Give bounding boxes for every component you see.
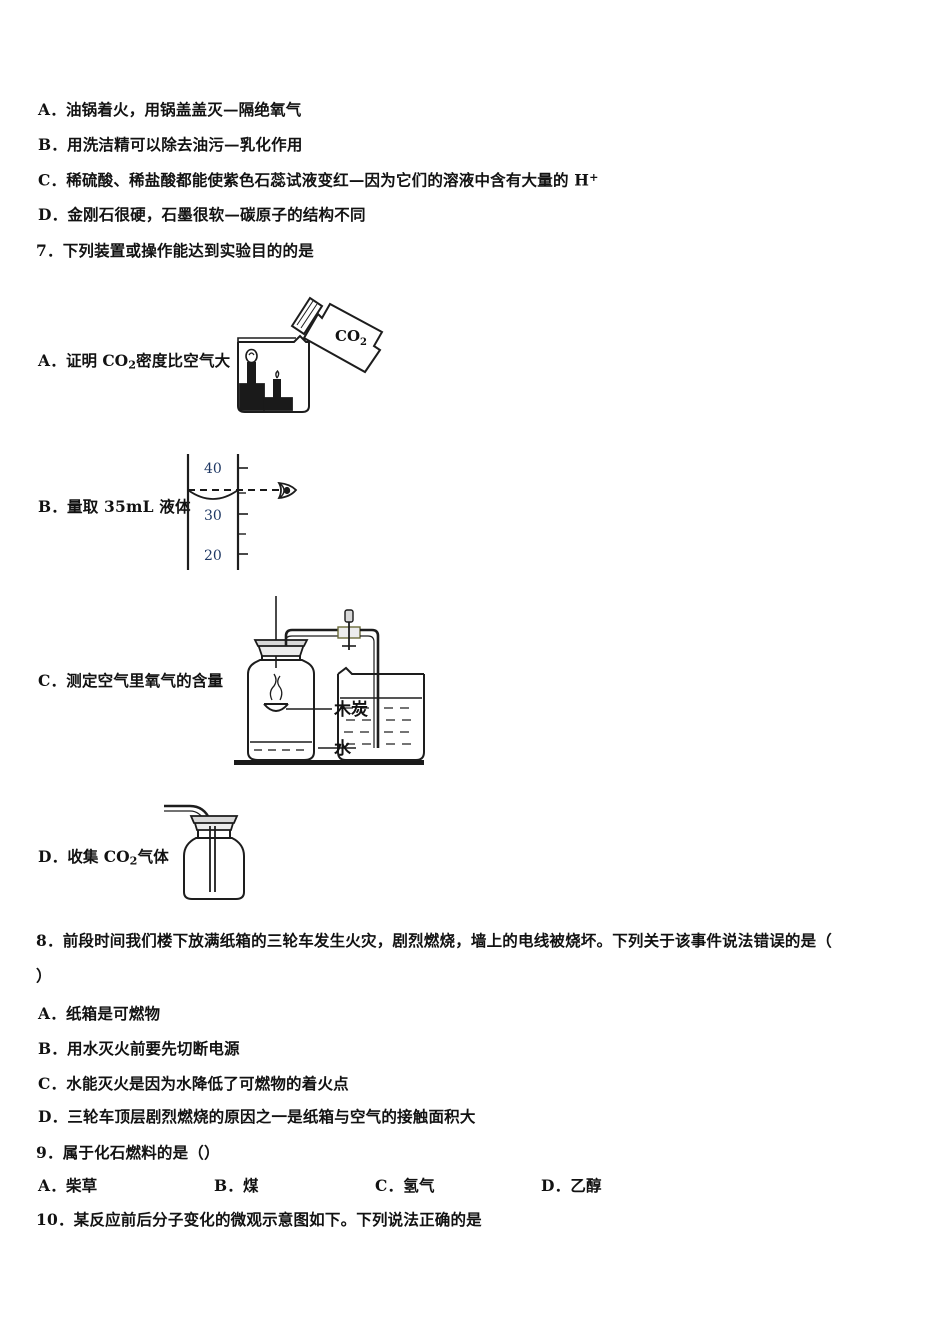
q9-option-b-text: 煤 — [243, 1176, 259, 1195]
q7-option-b: B．量取 35mL 液体 — [38, 497, 191, 517]
q8-option-b-text: 用水灭火前要先切断电源 — [67, 1039, 240, 1058]
q8-option-b: B．用水灭火前要先切断电源 — [38, 1039, 240, 1059]
stopcock-valve — [337, 609, 361, 650]
q8-number: 8． — [36, 931, 63, 950]
q7-option-a-text-after: 密度比空气大 — [136, 351, 231, 370]
q10-stem: 10．某反应前后分子变化的微观示意图如下。下列说法正确的是 — [36, 1210, 482, 1230]
hydrogen-ion-charge: + — [589, 171, 599, 184]
q8-stem-text-1: 前段时间我们楼下放满纸箱的三轮车发生火灾，剧烈燃烧，墙上的电线被烧坏。下列关于该… — [62, 931, 832, 950]
q6-option-b: B．用洗洁精可以除去油污—乳化作用 — [38, 135, 303, 155]
q6-option-a-label: A． — [38, 100, 66, 119]
q9-option-c: C．氢气 — [375, 1176, 435, 1196]
q6-option-b-label: B． — [38, 135, 68, 154]
q6-option-c: C．稀硫酸、稀盐酸都能使紫色石蕊试液变红—因为它们的溶液中含有大量的 H+ — [38, 171, 599, 190]
q9-option-a-label: A． — [38, 1176, 66, 1195]
q10-number: 10． — [36, 1210, 74, 1229]
graduation-30: 30 — [204, 508, 222, 524]
q7-option-a: A．证明 CO2密度比空气大 — [38, 351, 231, 372]
q8-option-c-label: C． — [38, 1074, 67, 1093]
q8-option-a-text: 纸箱是可燃物 — [65, 1004, 161, 1023]
q6-option-a-text: 油锅着火，用锅盖盖灭—隔绝氧气 — [65, 100, 302, 119]
q7-option-c-label: C． — [38, 671, 67, 690]
q7-number: 7． — [36, 241, 63, 260]
q9-option-a-text: 柴草 — [65, 1176, 98, 1195]
q9-option-a: A．柴草 — [38, 1176, 98, 1196]
q8-option-d-text: 三轮车顶层剧烈燃烧的原因之一是纸箱与空气的接触面积大 — [67, 1107, 476, 1126]
q9-stem: 9．属于化石燃料的是（） — [36, 1143, 220, 1163]
q6-option-d-label: D． — [38, 205, 68, 224]
q6-option-d: D．金刚石很硬，石墨很软—碳原子的结构不同 — [38, 205, 366, 225]
q9-stem-text: 属于化石燃料的是（） — [62, 1143, 220, 1162]
q6-option-a: A．油锅着火，用锅盖盖灭—隔绝氧气 — [38, 100, 302, 120]
q9-number: 9． — [36, 1143, 63, 1162]
q9-option-d-text: 乙醇 — [570, 1176, 602, 1195]
q6-option-b-text: 用洗洁精可以除去油污—乳化作用 — [67, 135, 303, 154]
q7-option-a-label: A． — [38, 351, 66, 370]
q7-stem: 7．下列装置或操作能达到实验目的的是 — [36, 241, 314, 261]
q9-option-d: D．乙醇 — [541, 1176, 602, 1196]
q9-option-b-label: B． — [214, 1176, 244, 1195]
q7-option-a-text-before: 证明 CO — [65, 351, 129, 370]
q7-option-a-sub: 2 — [128, 358, 137, 372]
q6-option-c-label: C． — [38, 170, 67, 190]
q7-option-b-label: B． — [38, 497, 68, 516]
q8-stem-line2: ） — [36, 966, 52, 985]
q8-option-b-label: B． — [38, 1039, 68, 1058]
q8-option-c-text: 水能灭火是因为水降低了可燃物的着火点 — [66, 1074, 349, 1093]
figure-gas-collecting-bottle — [160, 798, 270, 903]
graduation-40: 40 — [204, 461, 222, 477]
q8-option-c: C．水能灭火是因为水降低了可燃物的着火点 — [38, 1074, 349, 1094]
q7-option-d-label: D． — [38, 847, 68, 866]
q8-stem-line1: 8．前段时间我们楼下放满纸箱的三轮车发生火灾，剧烈燃烧，墙上的电线被烧坏。下列关… — [36, 931, 832, 951]
q7-option-d-text-before: 收集 CO — [67, 847, 130, 866]
label-water: 水 — [334, 738, 352, 759]
q7-option-b-text: 量取 35mL 液体 — [67, 497, 191, 516]
q6-option-d-text: 金刚石很硬，石墨很软—碳原子的结构不同 — [67, 205, 366, 224]
graduation-20: 20 — [204, 548, 222, 564]
q8-option-d: D．三轮车顶层剧烈燃烧的原因之一是纸箱与空气的接触面积大 — [38, 1107, 476, 1127]
q7-option-d-sub: 2 — [129, 854, 138, 868]
label-charcoal: 木炭 — [333, 699, 368, 720]
figure-co2-density-beaker-candles: CO2 — [234, 284, 404, 414]
q8-option-a-label: A． — [38, 1004, 66, 1023]
co2-bottle-label: CO2 — [335, 327, 367, 348]
figure-oxygen-content-apparatus: 木炭 水 — [234, 596, 434, 774]
eye-icon — [277, 481, 298, 500]
q9-option-c-text: 氢气 — [403, 1176, 435, 1195]
q8-option-d-label: D． — [38, 1107, 68, 1126]
q7-option-d-text-after: 气体 — [137, 847, 169, 866]
q7-option-c: C．测定空气里氧气的含量 — [38, 671, 224, 691]
q10-stem-text: 某反应前后分子变化的微观示意图如下。下列说法正确的是 — [73, 1210, 482, 1229]
q9-option-c-label: C． — [375, 1176, 404, 1195]
q6-option-c-text: 稀硫酸、稀盐酸都能使紫色石蕊试液变红—因为它们的溶液中含有大量的 H — [66, 170, 590, 190]
figure-graduated-cylinder-eye: 40 30 20 — [180, 452, 300, 572]
q8-option-a: A．纸箱是可燃物 — [38, 1004, 161, 1024]
q7-option-c-text: 测定空气里氧气的含量 — [66, 671, 224, 690]
q7-stem-text: 下列装置或操作能达到实验目的的是 — [62, 241, 314, 260]
q7-option-d: D．收集 CO2气体 — [38, 847, 169, 868]
q9-option-b: B．煤 — [214, 1176, 259, 1196]
q9-option-d-label: D． — [541, 1176, 571, 1195]
